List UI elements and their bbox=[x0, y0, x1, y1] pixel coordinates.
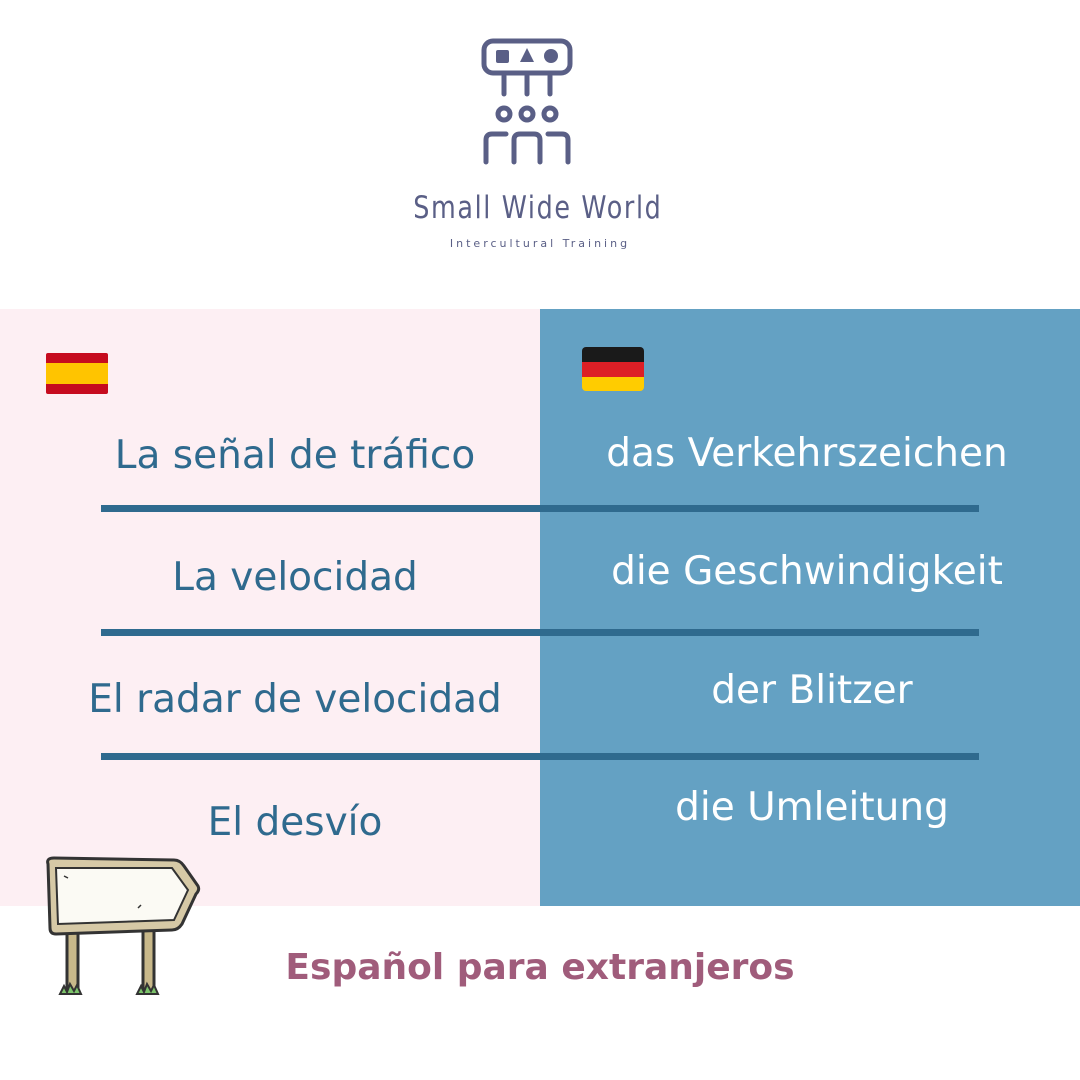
germany-flag-icon bbox=[582, 347, 644, 391]
german-word: die Geschwindigkeit bbox=[611, 549, 1003, 594]
row-divider bbox=[101, 629, 979, 636]
spanish-panel bbox=[0, 309, 540, 906]
spanish-word: La velocidad bbox=[172, 555, 418, 600]
german-word: der Blitzer bbox=[711, 668, 913, 713]
german-word: die Umleitung bbox=[675, 785, 949, 830]
brand-tagline: Intercultural Training bbox=[449, 237, 631, 250]
spain-flag-icon bbox=[46, 353, 108, 394]
road-sign-illustration bbox=[46, 856, 201, 995]
people-network-icon bbox=[481, 38, 573, 165]
german-word: das Verkehrszeichen bbox=[606, 431, 1008, 476]
spanish-word: La señal de tráfico bbox=[114, 433, 476, 478]
row-divider bbox=[101, 753, 979, 760]
spanish-word: El desvío bbox=[207, 800, 383, 845]
row-divider bbox=[101, 505, 979, 512]
course-title: Español para extranjeros bbox=[285, 947, 795, 988]
brand-header: Small Wide World Intercultural Training bbox=[0, 30, 1080, 270]
spanish-word: El radar de velocidad bbox=[88, 677, 502, 722]
brand-name: Small Wide World bbox=[413, 190, 663, 226]
german-panel bbox=[540, 309, 1080, 906]
